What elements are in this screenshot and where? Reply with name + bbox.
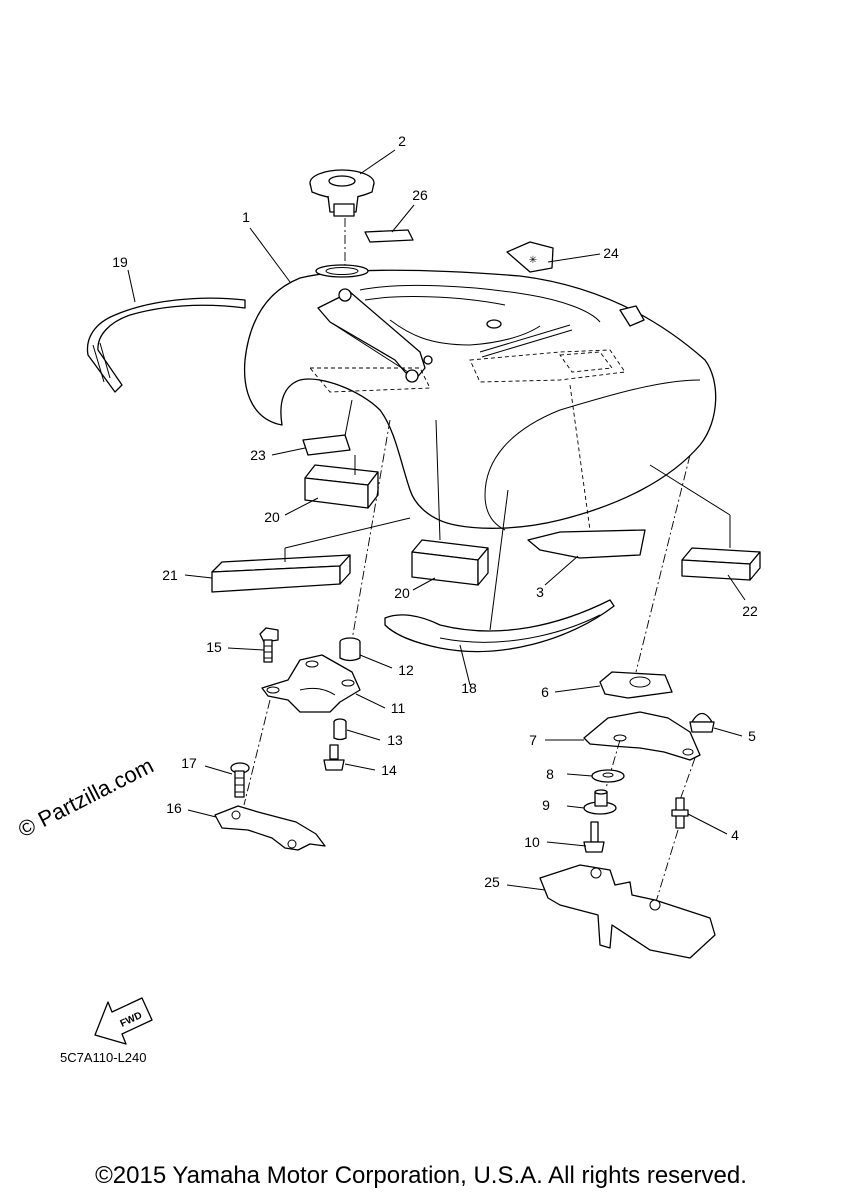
- callout-3: 3: [536, 584, 544, 600]
- callout-15: 15: [206, 639, 222, 655]
- diagram-code: 5C7A110-L240: [60, 1050, 147, 1065]
- callout-12: 12: [398, 662, 414, 678]
- fwd-arrow: FWD: [94, 997, 153, 1045]
- bracket-16[interactable]: [214, 805, 326, 851]
- fuel-cap[interactable]: [309, 169, 375, 217]
- callout-20-center: 20: [394, 585, 410, 601]
- collar-13[interactable]: [333, 718, 347, 741]
- callout-26: 26: [412, 187, 428, 203]
- pad-20-left[interactable]: [304, 464, 379, 509]
- stud-bolt-4[interactable]: [671, 797, 689, 829]
- callout-18: 18: [461, 680, 477, 696]
- bolt-15[interactable]: [259, 627, 279, 663]
- pad-3[interactable]: [527, 529, 646, 559]
- callout-20-left: 20: [264, 509, 280, 525]
- trim-strip-19[interactable]: [86, 297, 246, 393]
- bolt-14[interactable]: [323, 744, 345, 771]
- callout-labels: 1 2 3 4 5 6 7 8 9 10 11 12 13 14 15 16 1…: [112, 133, 758, 890]
- callout-11: 11: [391, 700, 406, 716]
- callout-24: 24: [603, 245, 619, 261]
- grommet-12[interactable]: [339, 637, 361, 662]
- trim-strip-18[interactable]: [384, 599, 615, 653]
- callout-9: 9: [542, 797, 550, 813]
- callout-1: 1: [242, 209, 250, 225]
- copyright-notice: ©2015 Yamaha Motor Corporation, U.S.A. A…: [95, 1162, 747, 1189]
- cap-nut-5[interactable]: [689, 712, 715, 733]
- washer-8[interactable]: [591, 769, 625, 783]
- callout-6: 6: [541, 684, 549, 700]
- emblem-24[interactable]: ✳: [506, 241, 554, 273]
- callout-23: 23: [250, 447, 266, 463]
- collar-9[interactable]: [583, 789, 617, 815]
- callout-5: 5: [748, 728, 756, 744]
- bracket-11[interactable]: [261, 654, 361, 713]
- fuel-tank[interactable]: [243, 264, 717, 531]
- screw-17[interactable]: [230, 762, 250, 798]
- callout-2: 2: [398, 133, 406, 149]
- callout-17: 17: [181, 755, 197, 771]
- callout-19: 19: [112, 254, 128, 270]
- pad-21[interactable]: [211, 554, 351, 593]
- callout-21: 21: [162, 567, 178, 583]
- callout-16: 16: [166, 800, 182, 816]
- decal-26[interactable]: [364, 229, 414, 243]
- bolt-10[interactable]: [583, 821, 605, 853]
- bracket-7[interactable]: [583, 711, 701, 761]
- pad-20-center[interactable]: [411, 539, 489, 586]
- pad-23[interactable]: [302, 434, 351, 456]
- callout-13: 13: [387, 732, 403, 748]
- callout-8: 8: [546, 766, 554, 782]
- callout-22: 22: [742, 603, 758, 619]
- bracket-25[interactable]: [539, 864, 716, 959]
- callout-25: 25: [484, 874, 500, 890]
- svg-text:✳: ✳: [529, 255, 537, 266]
- callout-10: 10: [524, 834, 540, 850]
- callout-14: 14: [381, 762, 397, 778]
- damper-6[interactable]: [599, 671, 673, 699]
- leader-lines: [127, 149, 746, 891]
- callout-4: 4: [731, 827, 739, 843]
- callout-7: 7: [529, 732, 537, 748]
- pad-22[interactable]: [681, 547, 761, 581]
